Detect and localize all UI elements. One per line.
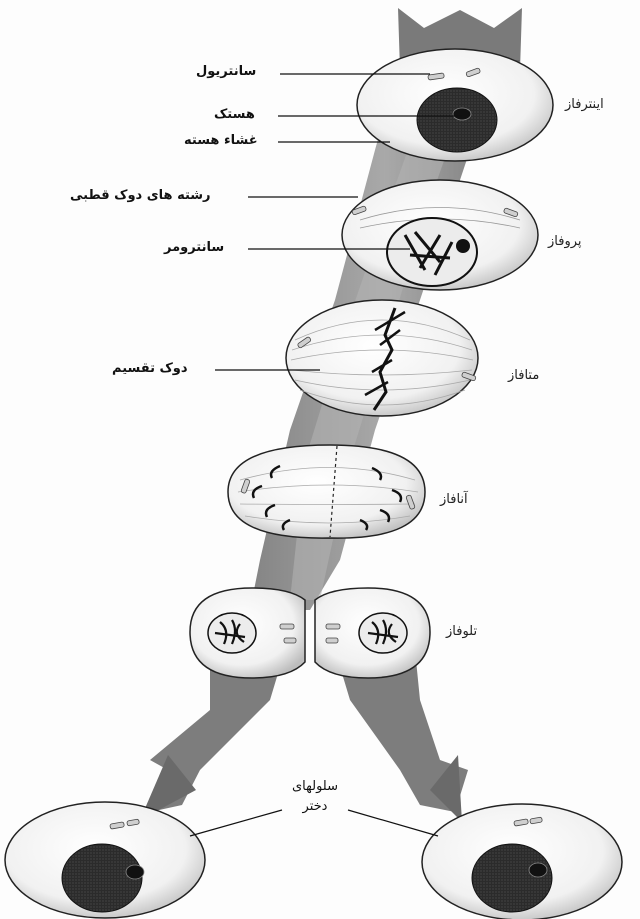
metaphase-cell (286, 300, 478, 416)
daughter-cells-label-line1: سلولهای (282, 779, 348, 794)
metaphase-label: متافاز (508, 368, 539, 383)
daughter-cells-label-line2: دختر (282, 799, 348, 814)
nuclear-envelope-label: غشاء هسته (184, 133, 258, 148)
prophase-label: پروفاز (548, 234, 582, 249)
spindle-fibers-label: رشته های دوک قطبی (70, 188, 211, 203)
anaphase-label: آنافاز (440, 492, 468, 507)
daughter-cell-right (422, 804, 622, 919)
interphase-cell (357, 49, 553, 161)
nucleolus-label: هستک (214, 107, 255, 122)
daughter-cell-left (5, 802, 205, 918)
telophase-label: تلوفاز (446, 624, 477, 639)
interphase-label: اینترفاز (565, 97, 604, 112)
spindle-label: دوک تقسیم (112, 361, 188, 376)
anaphase-cell (228, 445, 425, 538)
prophase-cell (342, 180, 538, 290)
centriole-label: سانتریول (196, 64, 256, 79)
centromere-label: سانترومر (164, 240, 224, 255)
